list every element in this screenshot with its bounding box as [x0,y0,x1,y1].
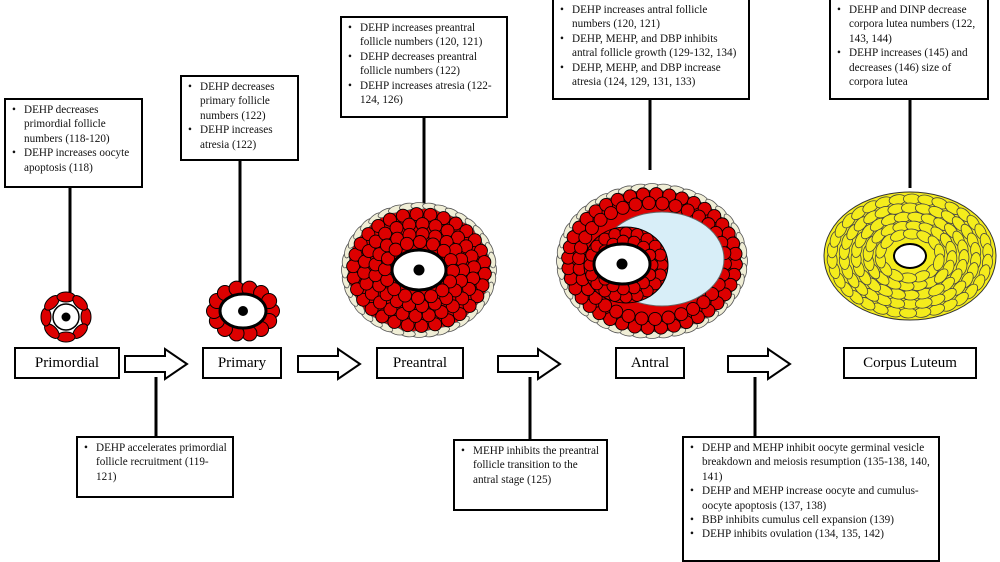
preantral-granulosa-cell [400,318,415,333]
antral-granulosa-cell [598,298,613,313]
preantral-granulosa-cell [443,274,457,289]
ovulation-effect-item: DEHP and MEHP inhibit oocyte germinal ve… [690,441,934,484]
antral-granulosa-cell [668,199,683,214]
stage-label-preantral: Preantral [376,347,464,379]
preantral-granulosa-cell [423,207,438,222]
luteal-cell [899,307,917,319]
antral-granulosa-cell [696,295,711,310]
stage-arrows [124,347,792,381]
preantral-granulosa-cell [399,236,414,251]
primordial-nucleus [61,312,71,322]
antral-effect-item: DEHP, MEHP, and DBP inhibits antral foll… [560,32,744,61]
ovulation-effects-box: DEHP and MEHP inhibit oocyte germinal ve… [682,436,940,562]
corpus-luteum-effect-item: DEHP increases (145) and decreases (146)… [837,46,983,89]
connector-lines [68,100,912,439]
preantral-nucleus [413,264,425,276]
antral-granulosa-cell [661,310,676,325]
preantral-effect-item: DEHP increases atresia (122-124, 126) [348,79,502,108]
stage-arrow [727,347,792,381]
antral-effects-box: DEHP increases antral follicle numbers (… [552,0,750,100]
recruitment-effect-item: DEHP accelerates primordial follicle rec… [84,441,228,484]
ovulation-effect-item: DEHP and MEHP increase oocyte and cumulu… [690,484,934,513]
preantral-granulosa-cell [381,251,395,266]
corpus-luteum-effect-item: DEHP and DINP decrease corpora lutea num… [837,3,983,46]
preantral-transition-effects-box: MEHP inhibits the preantral follicle tra… [453,439,608,511]
primordial-granulosa-cell [56,291,76,303]
stage-label-primordial: Primordial [14,347,120,379]
stage-arrow [124,347,189,381]
primordial-granulosa-cell [56,331,76,343]
primary-nucleus [238,306,248,316]
corpus-luteum-effects-box: DEHP and DINP decrease corpora lutea num… [829,0,989,100]
antral-granulosa-cell [655,196,670,211]
primordial-effects-box: DEHP decreases primordial follicle numbe… [4,98,143,188]
ovulation-effect-item: DEHP inhibits ovulation (134, 135, 142) [690,527,934,542]
antral-granulosa-cell [648,311,663,326]
ovulation-effect-item: BBP inhibits cumulus cell expansion (139… [690,513,934,528]
primordial-granulosa-cell [80,307,92,327]
primordial-effect-item: DEHP decreases primordial follicle numbe… [12,103,137,146]
antral-granulosa-cell [686,302,700,316]
preantral-effects-box: DEHP increases preantral follicle number… [340,16,508,118]
antral-granulosa-cell [674,307,689,322]
primary-effect-item: DEHP decreases primary follicle numbers … [188,80,293,123]
antral-granulosa-cell [609,304,624,319]
primordial-granulosa-cell [40,307,52,327]
primordial-effect-item: DEHP increases oocyte apoptosis (118) [12,146,137,175]
antral-granulosa-cell [634,311,649,326]
antral-granulosa-cell [641,196,656,211]
preantral-granulosa-cell [425,237,440,252]
preantral-granulosa-cell [424,289,439,304]
preantral-granulosa-cell [435,283,450,298]
preantral-effect-item: DEHP increases preantral follicle number… [348,21,502,50]
antral-granulosa-cell [628,197,643,212]
antral-effect-item: DEHP, MEHP, and DBP increase atresia (12… [560,61,744,90]
antral-granulosa-cell [615,200,630,215]
stage-label-corpus-luteum: Corpus Luteum [843,347,977,379]
preantral-effect-item: DEHP decreases preantral follicle number… [348,50,502,79]
stage-arrow [497,347,562,381]
primary-effect-item: DEHP increases atresia (122) [188,123,293,152]
antral-granulosa-cell [621,308,636,323]
antral-effect-item: DEHP increases antral follicle numbers (… [560,3,744,32]
preantral-granulosa-cell [411,291,425,305]
recruitment-effects-box: DEHP accelerates primordial follicle rec… [76,436,234,498]
stage-arrow [297,347,362,381]
preantral-granulosa-cell [398,288,413,303]
antral-granulosa-cell [593,212,608,227]
antral-nucleus [616,258,628,270]
stage-label-antral: Antral [615,347,685,379]
corpus-luteum-center [893,243,927,269]
stage-label-primary: Primary [202,347,282,379]
follicle-illustrations [40,183,997,343]
preantral-granulosa-cell [388,242,403,257]
transition-effect-item: MEHP inhibits the preantral follicle tra… [461,444,602,487]
primordial-granulosa-cell [72,295,88,311]
primary-effects-box: DEHP decreases primary follicle numbers … [180,75,299,161]
luteal-cell [933,253,945,271]
antral-granulosa-cell [584,221,599,235]
preantral-granulosa-cell [436,243,451,258]
preantral-granulosa-cell [387,282,402,297]
preantral-granulosa-cell [413,235,427,249]
antral-granulosa-cell [604,206,618,220]
